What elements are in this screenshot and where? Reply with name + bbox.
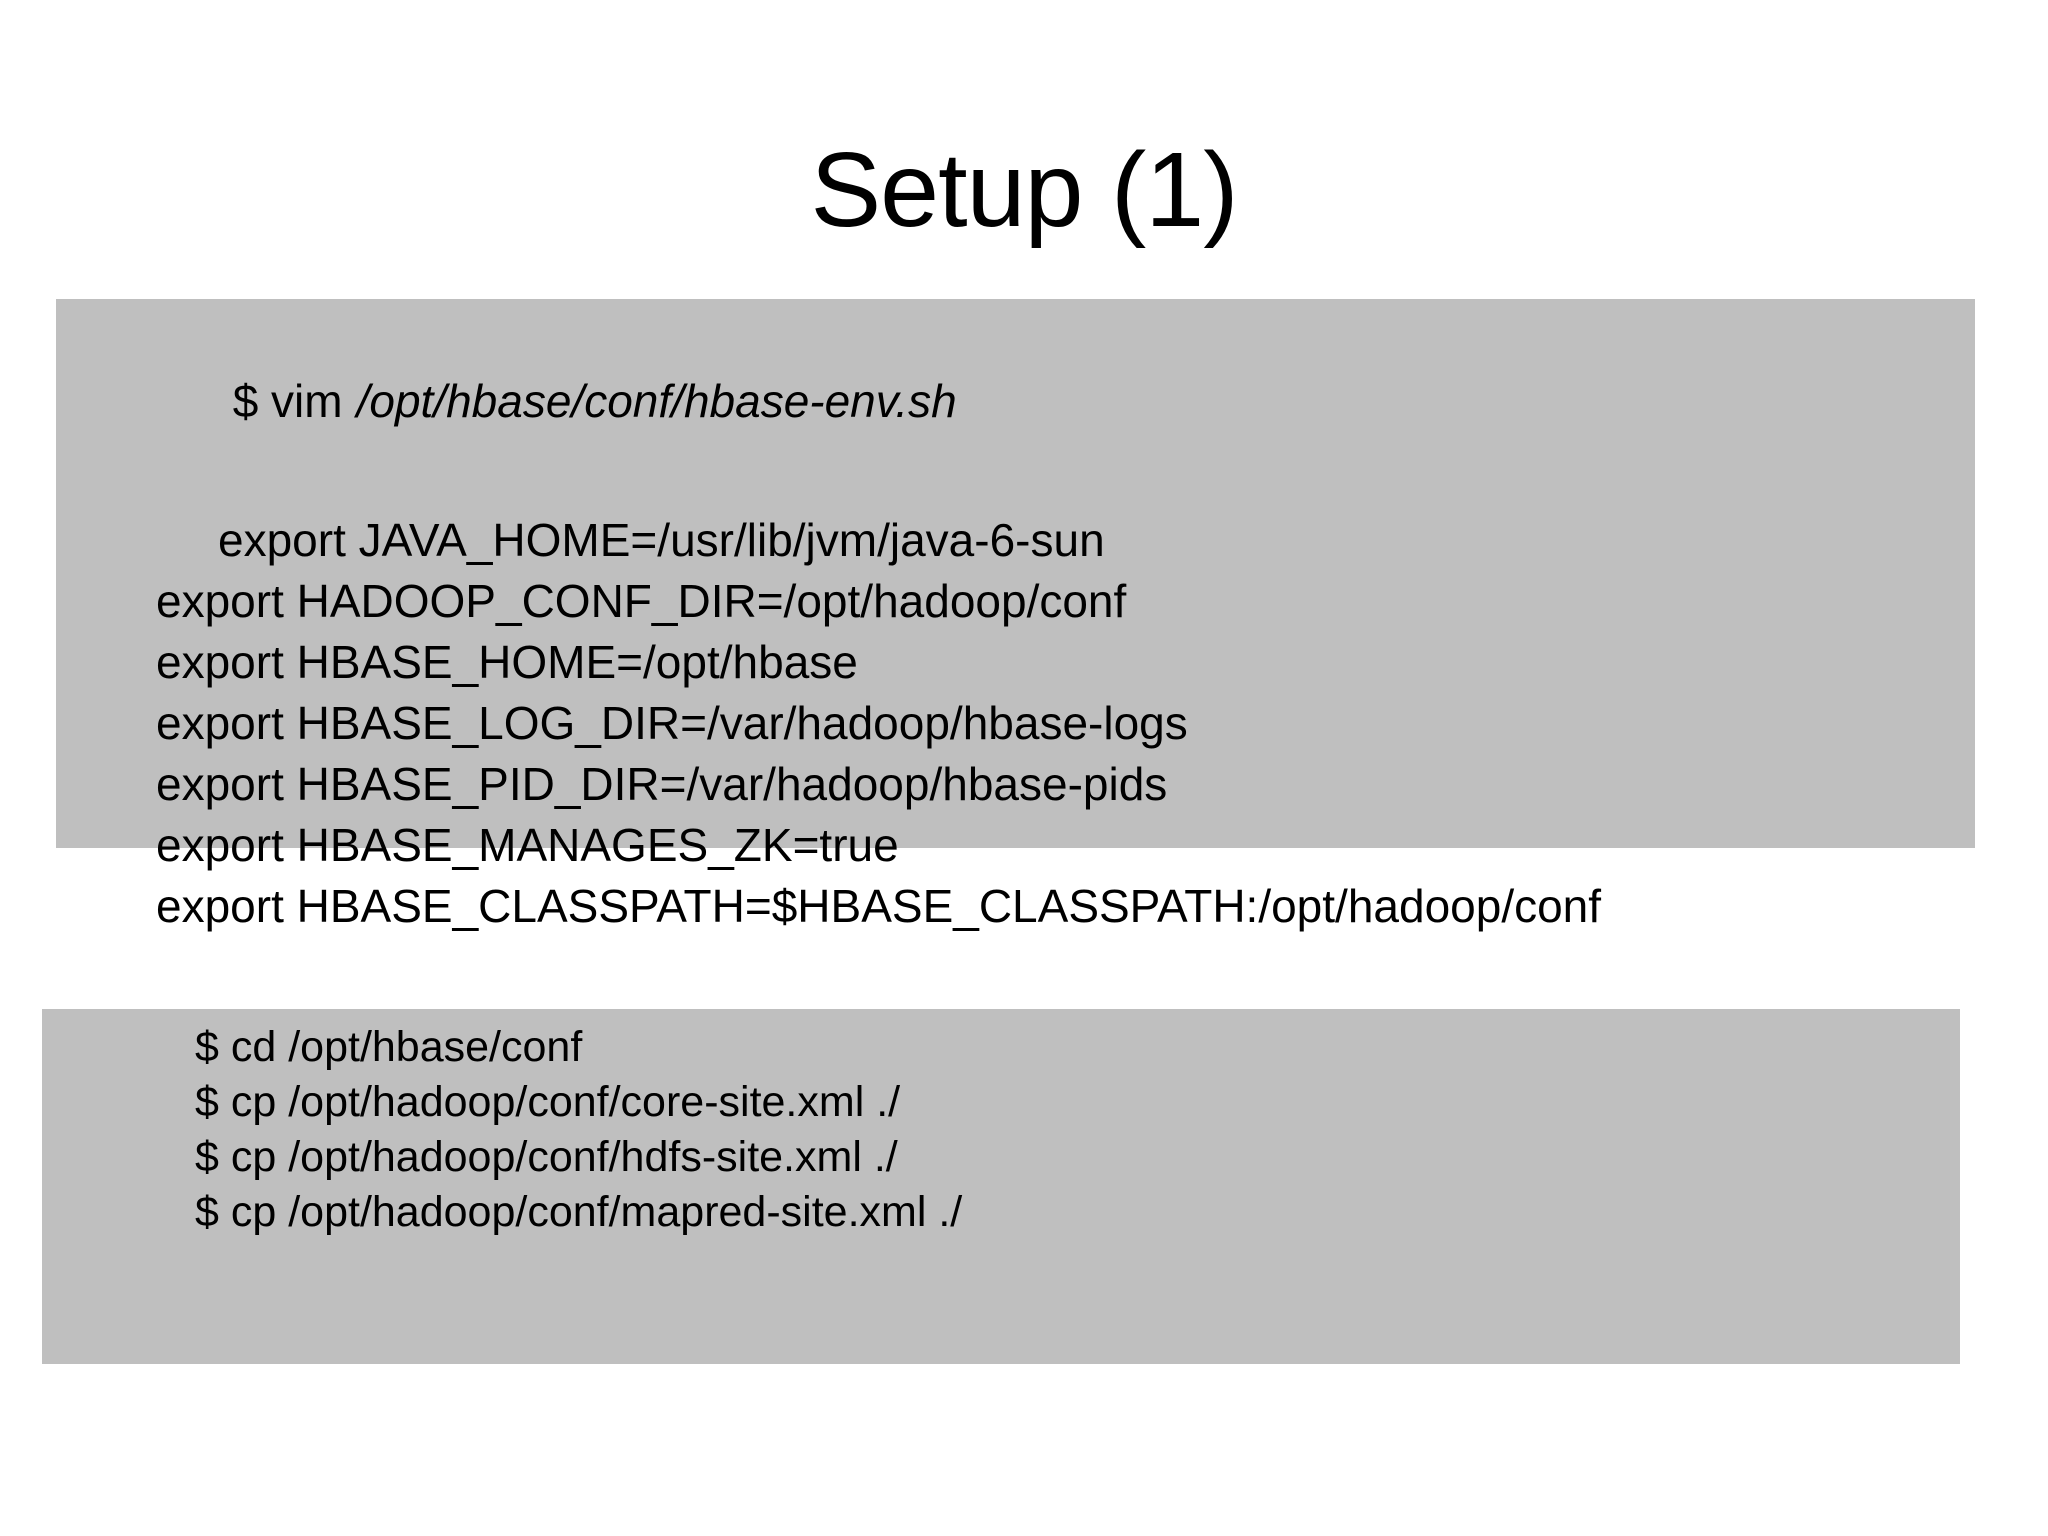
export-line-hbase-log-dir: export HBASE_LOG_DIR=/var/hadoop/hbase-l…: [156, 697, 1188, 749]
export-line-hbase-pid-dir: export HBASE_PID_DIR=/var/hadoop/hbase-p…: [156, 758, 1168, 810]
cp-core-site-line: $ cp /opt/hadoop/conf/core-site.xml ./: [195, 1078, 901, 1126]
export-line-java-home: export JAVA_HOME=/usr/lib/jvm/java-6-sun: [218, 514, 1105, 566]
export-line-hbase-classpath: export HBASE_CLASSPATH=$HBASE_CLASSPATH:…: [156, 880, 1602, 932]
page-title: Setup (1): [810, 131, 1238, 249]
cd-command-line: $ cd /opt/hbase/conf: [195, 1023, 583, 1071]
export-line-hbase-home: export HBASE_HOME=/opt/hbase: [156, 636, 858, 688]
cp-mapred-site-line: $ cp /opt/hadoop/conf/mapred-site.xml ./: [195, 1188, 963, 1236]
vim-command-line: $ vim/opt/hbase/conf/hbase-env.sh: [156, 310, 1935, 493]
vim-command-path: /opt/hbase/conf/hbase-env.sh: [356, 375, 957, 427]
export-line-hbase-manages-zk: export HBASE_MANAGES_ZK=true: [156, 819, 899, 871]
vim-command-prefix: $ vim: [232, 375, 343, 427]
hbase-env-code-block: $ vim/opt/hbase/conf/hbase-env.sh export…: [56, 299, 1975, 932]
copy-conf-code-block: $ cd /opt/hbase/conf $ cp /opt/hadoop/co…: [42, 1009, 1960, 1364]
cp-hdfs-site-line: $ cp /opt/hadoop/conf/hdfs-site.xml ./: [195, 1133, 898, 1181]
export-line-hadoop-conf-dir: export HADOOP_CONF_DIR=/opt/hadoop/conf: [156, 575, 1127, 627]
